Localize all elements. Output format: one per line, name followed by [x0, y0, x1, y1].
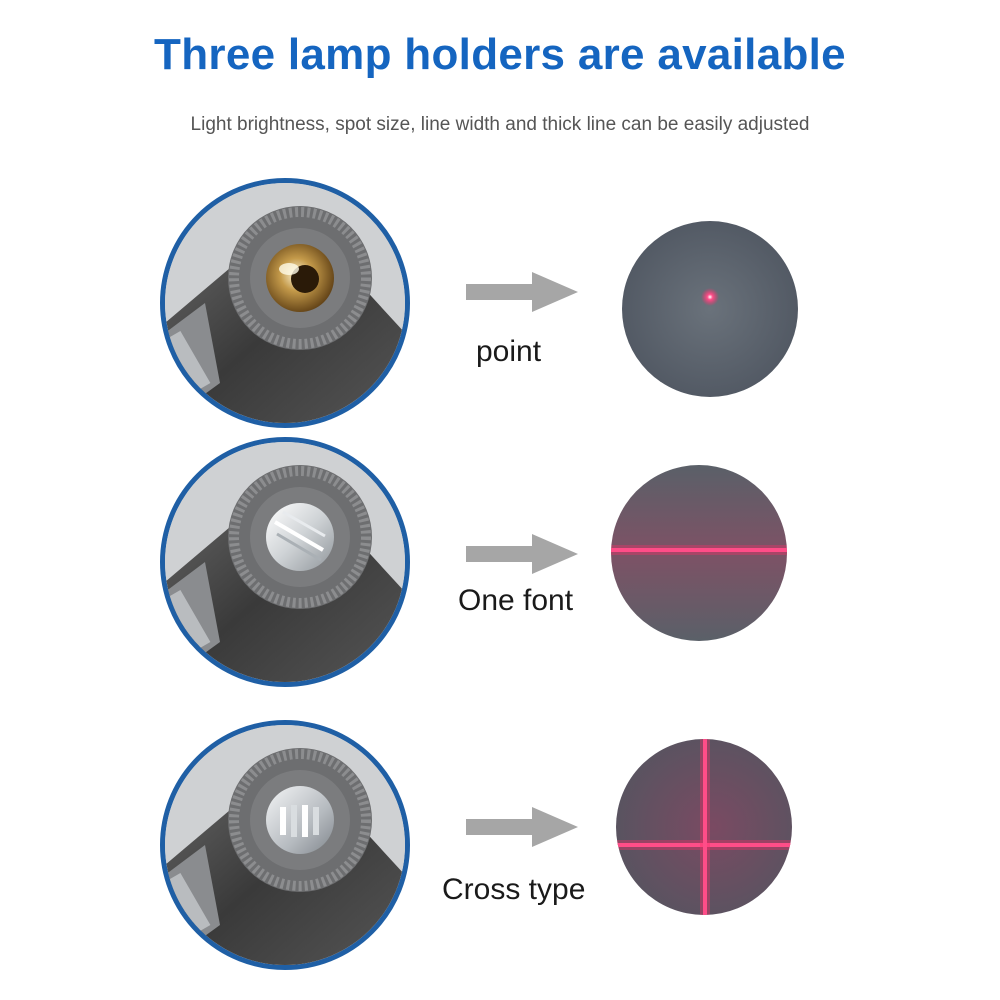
laser-lens-point-icon: [160, 178, 410, 428]
arrow-right-icon: [466, 272, 578, 312]
laser-lens-cross-icon: [160, 720, 410, 970]
arrow-right-icon: [466, 534, 578, 574]
lamp-holder-row-line: One font: [0, 437, 1000, 697]
lamp-holder-row-point: point: [0, 175, 1000, 435]
red-cross-beam-icon: [616, 739, 792, 915]
red-dot-beam-icon: [622, 221, 798, 397]
arrow-right-icon: [466, 807, 578, 847]
lamp-holder-row-cross: Cross type: [0, 720, 1000, 980]
mode-label-cross-type: Cross type: [442, 873, 586, 906]
laser-lens-line-icon: [160, 437, 410, 687]
page-subtitle: Light brightness, spot size, line width …: [190, 114, 810, 135]
mode-label-point: point: [476, 335, 542, 368]
page-title: Three lamp holders are available: [154, 30, 846, 79]
mode-label-one-font: One font: [458, 584, 574, 617]
red-line-beam-icon: [611, 465, 787, 641]
